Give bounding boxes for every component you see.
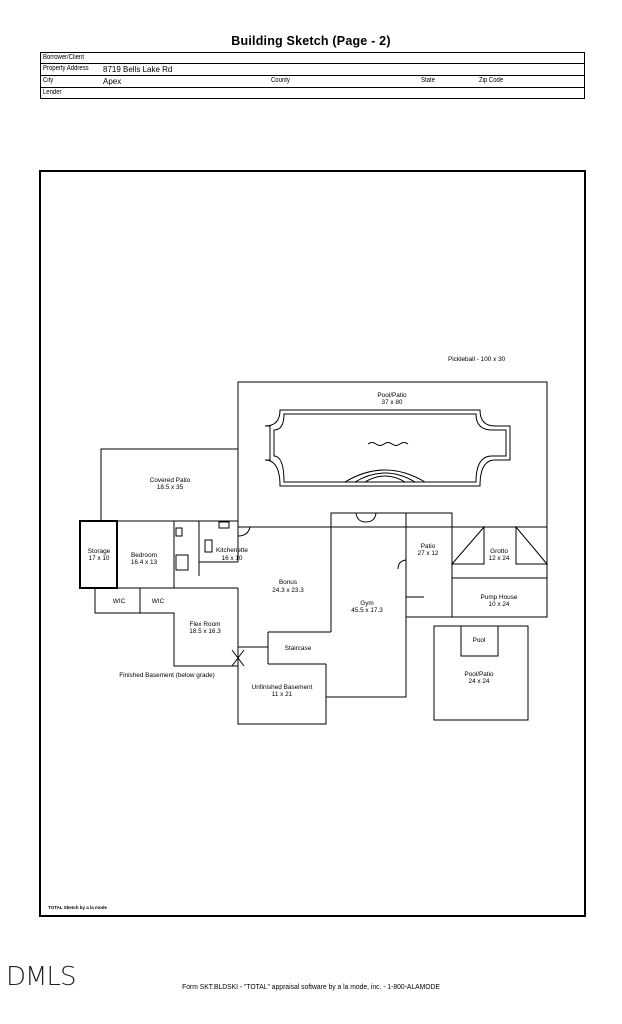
- borrower-row: Borrower/Client: [41, 53, 584, 64]
- toilet-icon: [175, 527, 183, 537]
- borrower-label: Borrower/Client: [43, 54, 85, 61]
- wic-2-label: WIC: [152, 598, 165, 605]
- form-footer: Form SKT.BLDSKI - "TOTAL" appraisal soft…: [182, 982, 440, 991]
- kitchenette-name: Kitchenette: [216, 547, 248, 554]
- pool-patio-top-name: Pool/Patio: [377, 392, 407, 399]
- pool-steps-icon: [344, 469, 426, 483]
- lender-row: Lender: [41, 88, 584, 99]
- city-row: City Apex County State Zip Code: [41, 76, 584, 88]
- main-floor-outline: [94, 512, 424, 725]
- shower-icon: [175, 554, 189, 571]
- city-label: City: [43, 77, 54, 84]
- storage-name: Storage: [88, 548, 111, 555]
- bedroom-dims: 16.4 x 13: [131, 559, 158, 566]
- state-label: State: [421, 77, 435, 84]
- bonus-dims: 24.3 x 23.3: [272, 587, 304, 594]
- pickleball-label: Pickleball - 100 x 30: [448, 356, 506, 363]
- stair-marker-icon: [231, 649, 245, 667]
- sketch-credit: TOTAL Sketch by a la mode: [48, 905, 108, 910]
- finished-basement-label: Finished Basement (below grade): [119, 672, 215, 679]
- bonus-name: Bonus: [279, 579, 297, 586]
- sink-icon: [204, 539, 213, 553]
- property-header-table: Borrower/Client Property Address 8719 Be…: [40, 52, 585, 99]
- bedroom-name: Bedroom: [131, 552, 157, 559]
- covered-patio-name: Covered Patio: [150, 477, 191, 484]
- door-swing-icon: [237, 526, 251, 537]
- grotto-name: Grotto: [490, 548, 508, 555]
- door-swing-right-icon: [397, 559, 407, 570]
- small-pool-patio-name: Pool/Patio: [464, 671, 494, 678]
- address-label: Property Address: [43, 65, 89, 72]
- small-pool: [460, 625, 499, 657]
- pool-inner-shape-icon: [273, 413, 507, 483]
- water-wave-icon: [367, 442, 409, 446]
- lender-label: Lender: [43, 89, 62, 96]
- unfinished-basement-name: Unfinished Basement: [252, 684, 313, 691]
- pool-shape-icon: [264, 409, 511, 487]
- staircase-label: Staircase: [285, 645, 312, 652]
- grotto-dims: 12 x 24: [489, 555, 510, 562]
- zip-label: Zip Code: [479, 77, 504, 84]
- appliance-icon: [218, 521, 230, 529]
- small-pool-patio-dims: 24 x 24: [469, 678, 490, 685]
- storage-dims: 17 x 10: [89, 555, 110, 562]
- small-pool-label: Pool: [473, 637, 486, 644]
- wic-1-label: WIC: [113, 598, 126, 605]
- gym-dims: 45.5 x 17.3: [351, 607, 383, 614]
- patio-name: Patio: [421, 543, 436, 550]
- patio-right-area: [406, 512, 453, 618]
- city-value: Apex: [103, 77, 122, 86]
- page-title: Building Sketch (Page - 2): [231, 34, 391, 48]
- county-label: County: [271, 77, 290, 84]
- address-value: 8719 Bells Lake Rd: [103, 65, 173, 74]
- unfinished-basement-dims: 11 x 21: [272, 691, 293, 698]
- patio-dims: 27 x 12: [418, 550, 439, 557]
- dmls-logo: DMLS: [6, 962, 76, 992]
- flex-room-dims: 18.5 x 16.3: [189, 628, 221, 635]
- pool-patio-top-dims: 37 x 80: [382, 399, 403, 406]
- pump-house-area: [451, 577, 548, 618]
- pump-house-name: Pump House: [481, 594, 518, 601]
- double-door-icon: [355, 512, 377, 523]
- address-row: Property Address 8719 Bells Lake Rd: [41, 64, 584, 76]
- covered-patio-dims: 18.5 x 35: [157, 484, 184, 491]
- gym-name: Gym: [360, 600, 374, 607]
- pump-house-dims: 10 x 24: [489, 601, 510, 608]
- kitchenette-dims: 16 x 10: [222, 555, 243, 562]
- grotto-roof-icon: [450, 525, 549, 565]
- sketch-frame: [39, 170, 586, 917]
- flex-room-name: Flex Room: [190, 621, 221, 628]
